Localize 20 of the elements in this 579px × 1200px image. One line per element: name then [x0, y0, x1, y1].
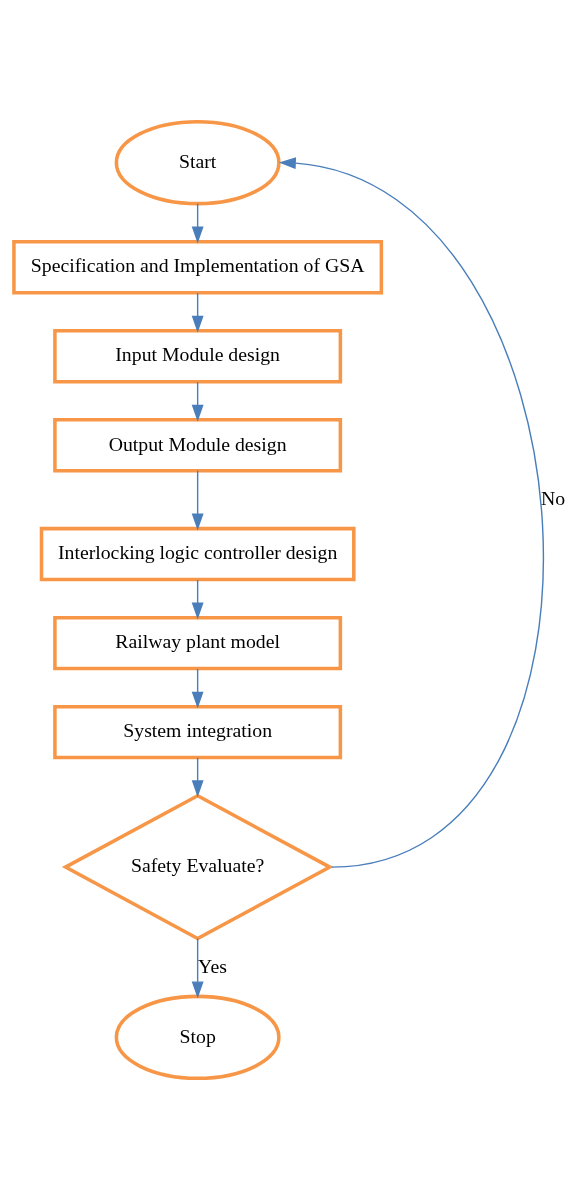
arrow — [278, 157, 544, 868]
arrow — [191, 579, 204, 620]
arrow — [191, 668, 204, 709]
arrow — [191, 937, 204, 999]
node-box: System integration — [53, 704, 343, 760]
arrow — [191, 757, 204, 798]
arrow — [191, 470, 204, 531]
node-ellipse: Start — [114, 119, 281, 206]
node-box: Interlocking logic controller design — [39, 526, 356, 582]
node-box: Railway plant model — [53, 615, 343, 671]
arrow — [191, 202, 204, 244]
node-box: Output Module design — [53, 418, 343, 473]
arrow — [191, 381, 204, 422]
node-box: Specification and Implementation of GSA — [12, 240, 384, 295]
arrow — [191, 292, 204, 333]
node-box: Input Module design — [53, 329, 343, 384]
edge-label: Yes — [198, 954, 227, 977]
node-ellipse: Stop — [114, 994, 281, 1081]
node-diamond: Safety Evaluate? — [61, 793, 334, 941]
edge-label: No — [540, 486, 566, 509]
